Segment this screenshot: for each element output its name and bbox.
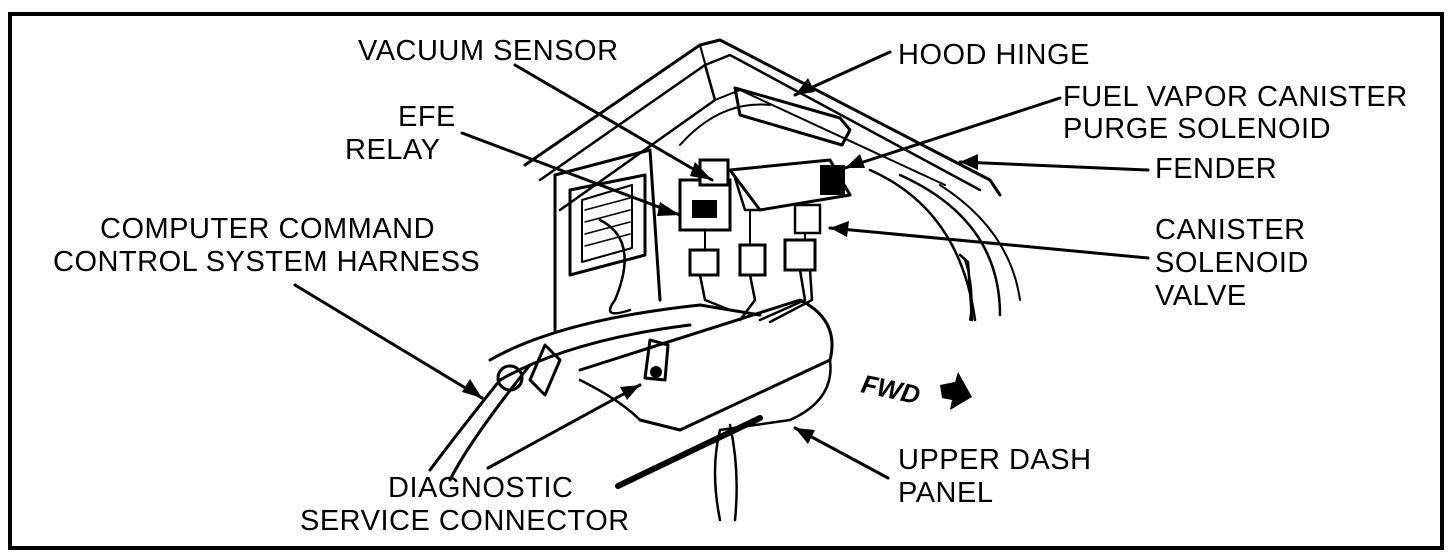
label-efe-line1: EFE: [398, 101, 456, 133]
label-efe-line2: RELAY: [345, 134, 440, 166]
label-hood-hinge: HOOD HINGE: [898, 39, 1090, 71]
component-artwork: [678, 158, 852, 324]
label-diag-line1: DIAGNOSTIC: [388, 472, 573, 504]
label-canister-line3: VALVE: [1155, 280, 1247, 312]
diagram-border: [8, 12, 1444, 550]
label-fender: FENDER: [1155, 153, 1277, 185]
label-harness-line2: CONTROL SYSTEM HARNESS: [53, 246, 480, 278]
label-upper-dash-line2: PANEL: [898, 477, 993, 509]
forward-arrow-icon: [940, 372, 972, 410]
hood-fender-artwork: [523, 38, 1021, 322]
label-harness-line1: COMPUTER COMMAND: [100, 213, 435, 245]
label-canister-line2: SOLENOID: [1155, 247, 1309, 279]
harness-artwork: [428, 298, 834, 522]
label-fuel-vapor-line1: FUEL VAPOR CANISTER: [1063, 81, 1408, 113]
leader-lines: [293, 50, 1150, 489]
label-fuel-vapor-line2: PURGE SOLENOID: [1063, 113, 1331, 145]
label-upper-dash-line1: UPPER DASH: [898, 444, 1092, 476]
label-fwd: FWD: [859, 369, 923, 411]
label-vacuum-sensor: VACUUM SENSOR: [358, 35, 619, 67]
label-diag-line2: SERVICE CONNECTOR: [300, 505, 630, 537]
label-canister-line1: CANISTER: [1155, 214, 1306, 246]
